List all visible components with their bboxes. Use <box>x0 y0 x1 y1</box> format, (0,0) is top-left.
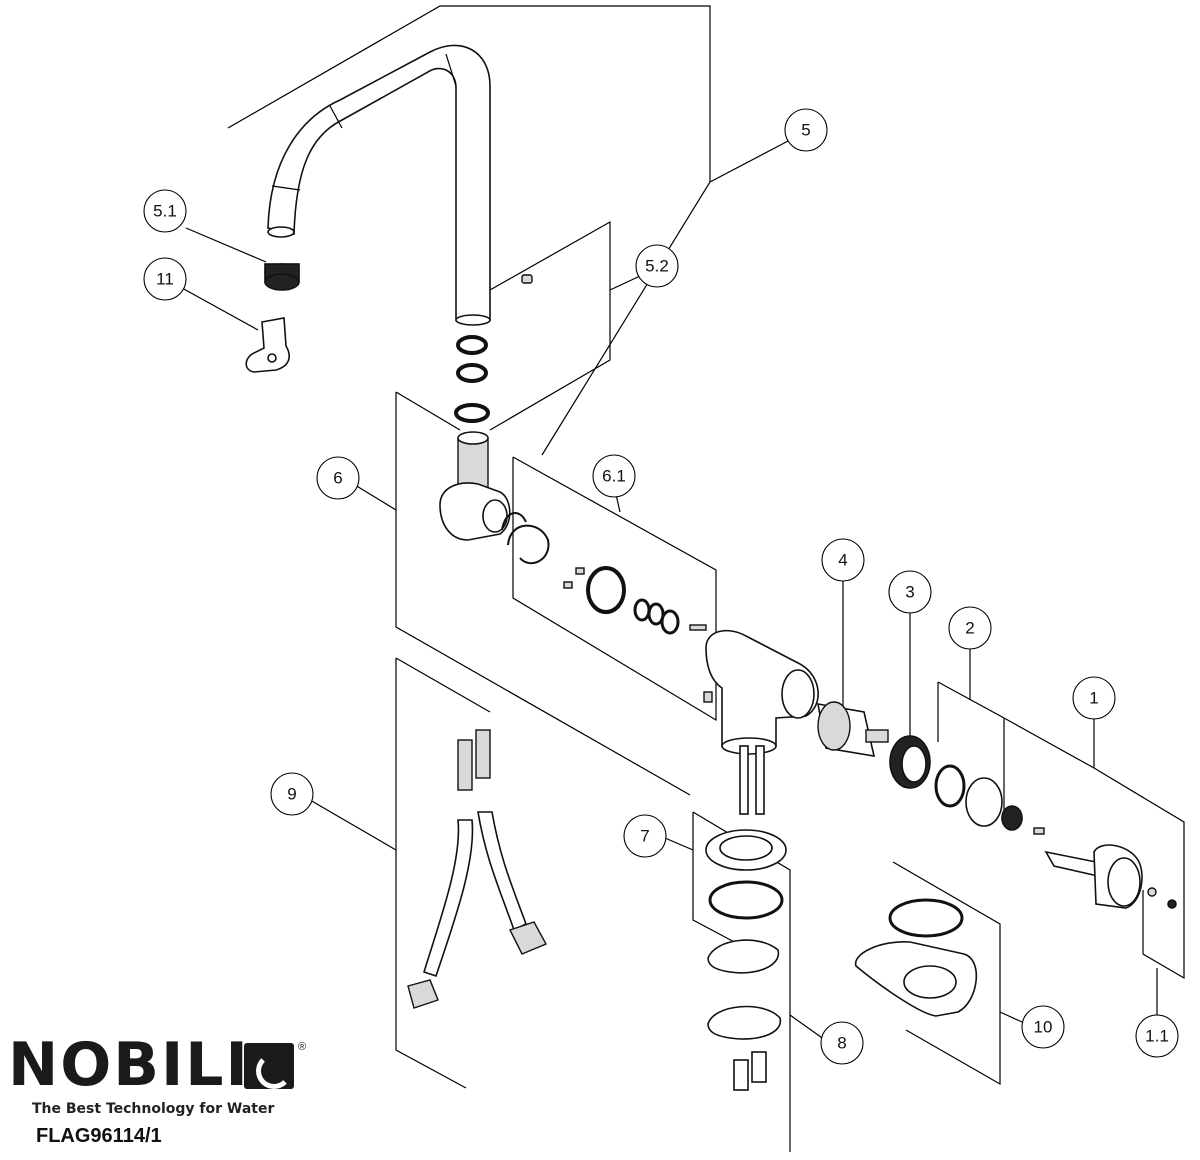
brand-name: NOBILI <box>8 1030 250 1100</box>
callout-6: 6 <box>316 456 360 500</box>
callout-5: 5 <box>784 108 828 152</box>
callout-9: 9 <box>270 772 314 816</box>
spout-part <box>267 44 491 326</box>
callout-5-1: 5.1 <box>143 189 187 233</box>
callout-11: 11 <box>143 257 187 301</box>
callout-3: 3 <box>888 570 932 614</box>
callout-8: 8 <box>820 1021 864 1065</box>
svg-text:1.1: 1.1 <box>1145 1027 1169 1046</box>
svg-text:4: 4 <box>838 551 847 570</box>
group-outlines <box>181 5 1185 1152</box>
aerator-key-part <box>245 317 290 373</box>
product-code: FLAG96114/1 <box>36 1125 162 1147</box>
callout-4: 4 <box>821 538 865 582</box>
cover-parts <box>934 764 1045 835</box>
svg-text:2: 2 <box>965 619 974 638</box>
brand-logo: NOBILI ® The Best Technology for Water <box>8 1035 308 1125</box>
brand-mark-icon <box>244 1043 294 1089</box>
svg-text:3: 3 <box>905 583 914 602</box>
registered-mark: ® <box>298 1041 307 1053</box>
cartridge-part <box>817 701 889 757</box>
base-plate-part <box>855 898 978 1017</box>
callout-7: 7 <box>623 814 667 858</box>
svg-text:7: 7 <box>640 827 649 846</box>
handle-part <box>1044 844 1177 909</box>
svg-text:5.2: 5.2 <box>645 257 669 276</box>
brand-tagline: The Best Technology for Water <box>32 1101 275 1117</box>
svg-text:5: 5 <box>801 121 810 140</box>
svg-text:11: 11 <box>156 270 174 289</box>
svg-text:6: 6 <box>333 469 342 488</box>
spout-o-rings <box>454 335 490 423</box>
callout-1-1: 1.1 <box>1135 1014 1179 1058</box>
svg-text:9: 9 <box>287 785 296 804</box>
retaining-clip-parts <box>501 512 707 635</box>
mixer-body-part <box>703 629 819 815</box>
ring-nut-part <box>889 735 931 789</box>
svg-text:5.1: 5.1 <box>153 202 177 221</box>
callout-2: 2 <box>948 606 992 650</box>
callout-10: 10 <box>1021 1005 1065 1049</box>
base-ring-part <box>705 829 787 920</box>
swivel-body-part <box>439 431 511 541</box>
callout-6-1: 6.1 <box>592 454 636 498</box>
svg-text:8: 8 <box>837 1034 846 1053</box>
callout-5-2: 5.2 <box>635 244 679 288</box>
svg-text:6.1: 6.1 <box>602 467 626 486</box>
flexible-hoses-part <box>407 729 547 1009</box>
aerator-part <box>264 263 300 291</box>
svg-text:1: 1 <box>1089 689 1098 708</box>
fixing-plates-part <box>707 939 781 1091</box>
svg-text:10: 10 <box>1034 1018 1053 1037</box>
callout-1: 1 <box>1072 676 1116 720</box>
grub-screw-part <box>521 274 533 284</box>
